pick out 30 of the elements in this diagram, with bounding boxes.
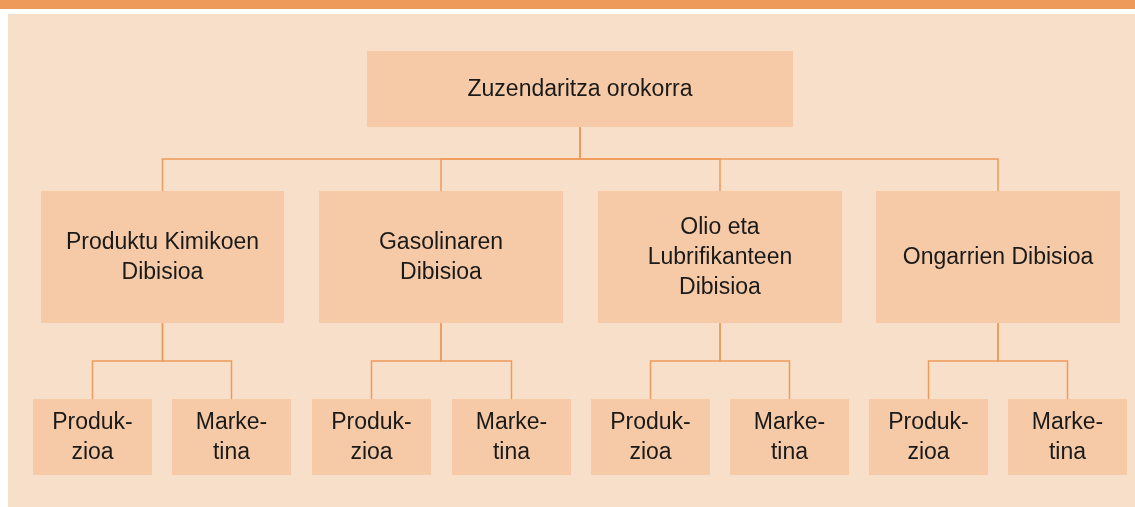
- org-box: [869, 399, 988, 475]
- box-label: Produk- zioa: [609, 407, 692, 466]
- box-label: Ongarrien Dibisioa: [902, 242, 1094, 272]
- org-box: [598, 191, 842, 323]
- connector-line: [161, 322, 233, 400]
- org-box: [591, 399, 710, 475]
- org-box: [1008, 399, 1127, 475]
- org-box: [312, 399, 431, 475]
- org-box: [367, 51, 793, 127]
- box-label: Produk- zioa: [51, 407, 134, 466]
- box-label: Zuzendaritza orokorra: [467, 74, 693, 104]
- org-box: [876, 191, 1120, 323]
- org-box: [172, 399, 291, 475]
- connector-line: [719, 322, 791, 400]
- connector-line: [997, 322, 1069, 400]
- org-box: [319, 191, 563, 323]
- box-label: Olio eta Lubrifikanteen Dibisioa: [646, 212, 794, 301]
- box-label: Produk- zioa: [887, 407, 970, 466]
- org-box: [41, 191, 284, 323]
- org-box: [730, 399, 849, 475]
- box-label: Marke- tina: [752, 407, 827, 466]
- box-label: Marke- tina: [1030, 407, 1105, 466]
- org-box: [33, 399, 152, 475]
- box-label: Marke- tina: [474, 407, 549, 466]
- box-label: Produktu Kimikoen Dibisioa: [64, 227, 260, 286]
- box-label: Produk- zioa: [330, 407, 413, 466]
- box-label: Gasolinaren Dibisioa: [378, 227, 504, 286]
- box-label: Marke- tina: [194, 407, 269, 466]
- connector-line: [440, 322, 513, 400]
- org-box: [452, 399, 571, 475]
